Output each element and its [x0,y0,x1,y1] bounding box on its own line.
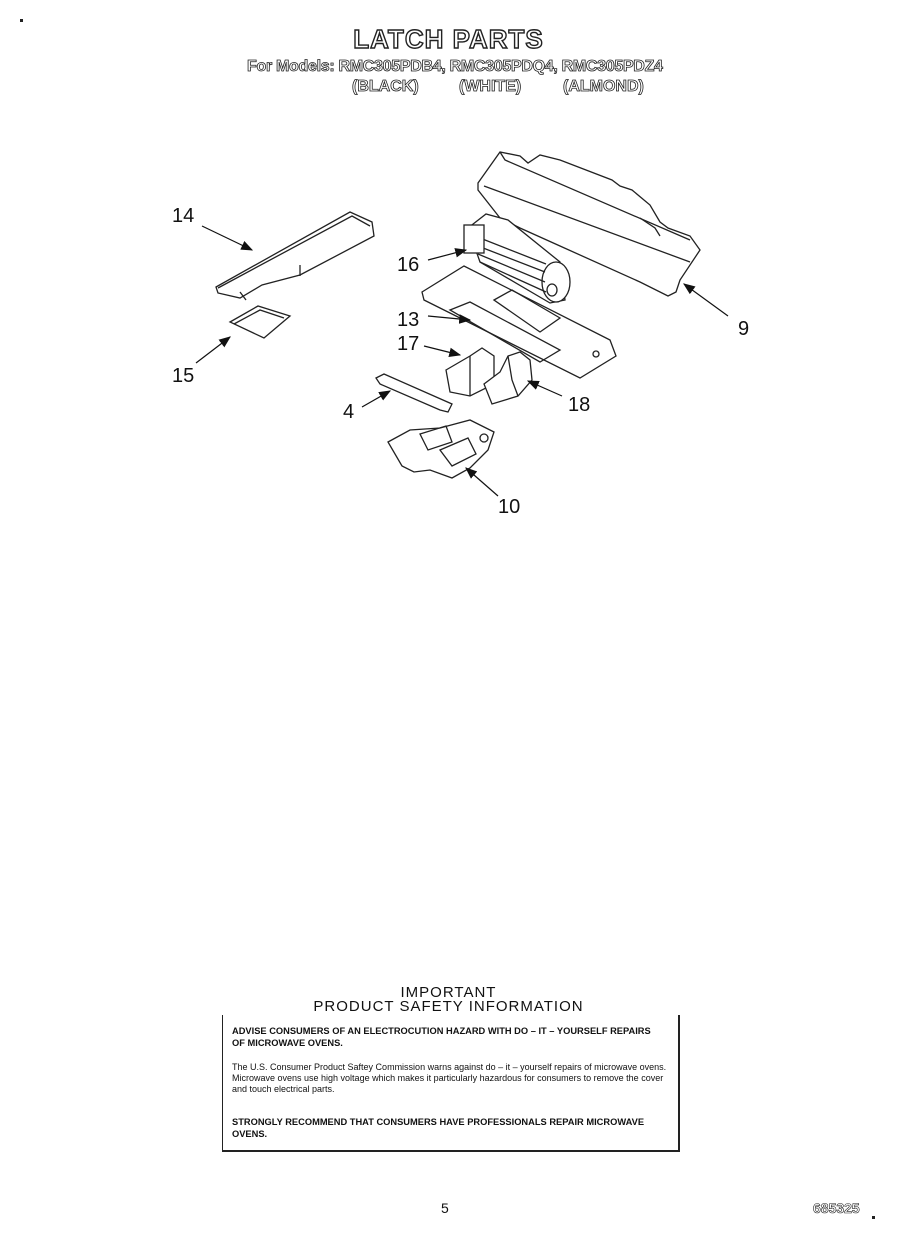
corner-mark [20,19,23,22]
callout-14: 14 [172,205,194,227]
callout-4: 4 [343,401,354,423]
callout-10: 10 [498,496,520,518]
callout-9: 9 [738,318,749,340]
safety-recommend: STRONGLY RECOMMEND THAT CONSUMERS HAVE P… [232,1117,645,1139]
callout-16: 16 [397,254,419,276]
document-number: 685325 [813,1200,860,1217]
safety-advisory: ADVISE CONSUMERS OF AN ELECTROCUTION HAZ… [232,1026,651,1048]
part-18-bracket [483,351,533,405]
part-13-base-plate [421,265,617,379]
part-16-fan-motor [463,213,571,304]
part-4-bar [375,373,453,413]
safety-body: The U.S. Consumer Product Saftey Commiss… [232,1062,667,1094]
corner-mark-bottom [872,1216,875,1219]
exploded-parts-diagram: 14 16 9 13 17 15 4 18 10 [172,151,749,518]
page-number: 5 [441,1200,449,1216]
part-10-latch-assembly [387,419,495,479]
safety-box: ADVISE CONSUMERS OF AN ELECTROCUTION HAZ… [222,1015,680,1152]
part-14-rail [215,211,375,301]
safety-heading-info: PRODUCT SAFETY INFORMATION [313,998,584,1015]
callout-15: 15 [172,365,194,387]
callout-13: 13 [397,309,419,331]
callout-17: 17 [397,333,419,355]
callout-18: 18 [568,394,590,416]
part-15-plate [228,305,292,339]
part-9-cover-plate [477,151,701,297]
page-title: LATCH PARTS [353,23,544,54]
finish-black: (BLACK) [352,78,419,96]
models-line: For Models: RMC305PDB4, RMC305PDQ4, RMC3… [247,58,664,76]
safety-heading-important: IMPORTANT [400,984,497,1001]
part-17-bracket [445,347,495,397]
finish-white: (WHITE) [459,78,522,96]
finish-almond: (ALMOND) [563,78,645,96]
